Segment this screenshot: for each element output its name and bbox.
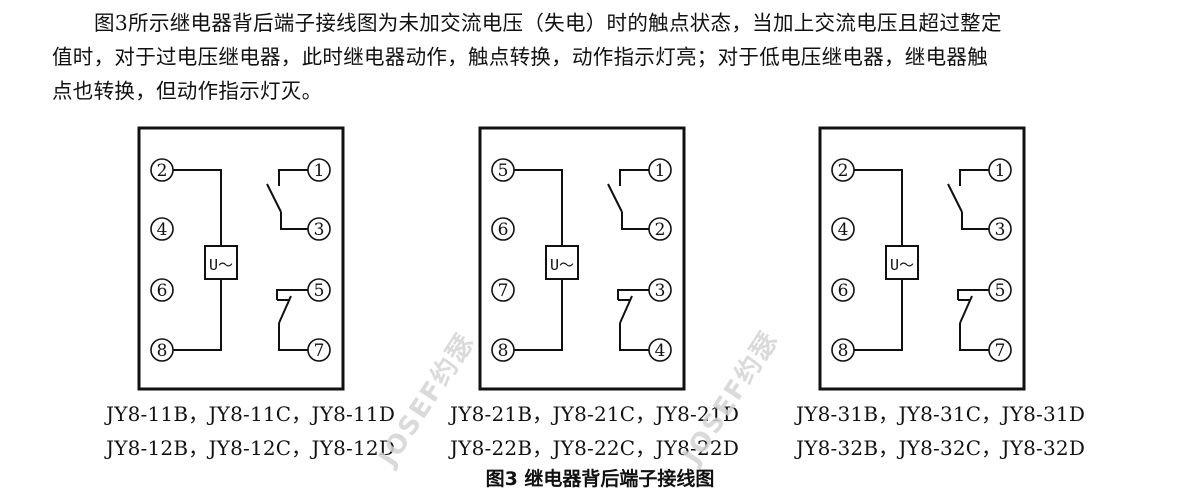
paragraph-line-2: 值时，对于过电压继电器，此时继电器动作，触点转换，动作指示灯亮；对于低电压继电器… (52, 45, 988, 69)
coil-box (204, 245, 238, 280)
upper-contact-wire (621, 212, 649, 230)
relay-housing (478, 126, 686, 391)
relay-housing (818, 126, 1026, 391)
upper-contact-blade (947, 183, 963, 213)
coil-wire-bottom (854, 279, 903, 351)
upper-contact-fixed (278, 169, 308, 186)
terminal-label: 1 (314, 161, 325, 181)
coil-box (885, 245, 919, 280)
lower-contact-fixed (957, 289, 989, 300)
upper-contact-fixed (619, 169, 649, 186)
upper-contact-fixed (959, 169, 989, 186)
terminal-label: 6 (838, 281, 849, 301)
relay-diagram-2: 5 1 6 2 7 3 8 4 U～ (478, 126, 686, 391)
terminal-label: 8 (498, 341, 509, 361)
description-paragraph: 图3所示继电器背后端子接线图为未加交流电压（失电）时的触点状态，当加上交流电压且… (52, 6, 1162, 108)
terminal-label: 7 (498, 281, 509, 301)
terminal-label: 8 (157, 341, 168, 361)
terminal-label: 3 (314, 220, 325, 240)
upper-contact-blade (266, 183, 282, 213)
relay-diagram-3: 2 1 4 3 6 5 8 7 U～ (818, 126, 1026, 391)
terminal-label: 4 (838, 220, 849, 240)
coil-label: U～ (550, 256, 574, 274)
lower-contact-wire (959, 323, 989, 351)
terminal-label: 2 (655, 220, 666, 240)
terminal-label: 1 (655, 161, 666, 181)
terminal-label: 7 (995, 341, 1006, 361)
upper-contact-wire (280, 212, 308, 230)
terminal-label: 5 (314, 281, 325, 301)
terminal-label: 5 (995, 281, 1006, 301)
coil-wire-top (173, 169, 222, 246)
coil-wire-top (854, 169, 903, 246)
terminal-circle (491, 217, 515, 241)
lower-contact-blade (278, 295, 292, 324)
coil-label: U～ (890, 256, 914, 274)
model-list-3-line-2: JY8-32B，JY8-32C，JY8-32D (796, 436, 1086, 460)
figure-caption: 图3 继电器背后端子接线图 (485, 468, 715, 490)
terminal-label: 6 (157, 281, 168, 301)
terminal-circle (831, 217, 855, 241)
lower-contact-wire (278, 323, 308, 351)
terminal-label: 7 (314, 341, 325, 361)
terminal-circle (150, 217, 174, 241)
coil-label: U～ (209, 256, 233, 274)
terminal-circle (150, 278, 174, 302)
upper-contact-wire (961, 212, 989, 230)
terminal-label: 3 (995, 220, 1006, 240)
lower-contact-fixed (276, 289, 308, 300)
lower-contact-blade (959, 295, 973, 324)
terminal-circle (491, 278, 515, 302)
terminal-label: 1 (995, 161, 1006, 181)
paragraph-line-3: 点也转换，但动作指示灯灭。 (52, 79, 323, 103)
terminal-label: 2 (157, 161, 168, 181)
coil-wire-top (514, 169, 563, 246)
lower-contact-wire (619, 323, 649, 351)
terminal-label: 2 (838, 161, 849, 181)
terminal-label: 3 (655, 281, 666, 301)
relay-diagram-1: 2 1 4 3 6 5 8 7 U～ (137, 126, 345, 391)
model-list-2-line-2: JY8-22B，JY8-22C，JY8-22D (450, 436, 740, 460)
upper-contact-blade (607, 183, 623, 213)
terminal-label: 4 (655, 341, 666, 361)
model-list-2-line-1: JY8-21B，JY8-21C，JY8-21D (450, 402, 740, 426)
terminal-label: 5 (498, 161, 509, 181)
lower-contact-fixed (617, 289, 649, 300)
terminal-label: 4 (157, 220, 168, 240)
model-list-3-line-1: JY8-31B，JY8-31C，JY8-31D (796, 402, 1086, 426)
terminal-label: 6 (498, 220, 509, 240)
coil-box (545, 245, 579, 280)
coil-wire-bottom (514, 279, 563, 351)
model-list-1-line-2: JY8-12B，JY8-12C，JY8-12D (106, 436, 396, 460)
coil-wire-bottom (173, 279, 222, 351)
terminal-circle (831, 278, 855, 302)
terminal-label: 8 (838, 341, 849, 361)
lower-contact-blade (619, 295, 633, 324)
relay-housing (137, 126, 345, 391)
model-list-1-line-1: JY8-11B，JY8-11C，JY8-11D (106, 402, 396, 426)
paragraph-line-1: 图3所示继电器背后端子接线图为未加交流电压（失电）时的触点状态，当加上交流电压且… (94, 11, 1002, 35)
